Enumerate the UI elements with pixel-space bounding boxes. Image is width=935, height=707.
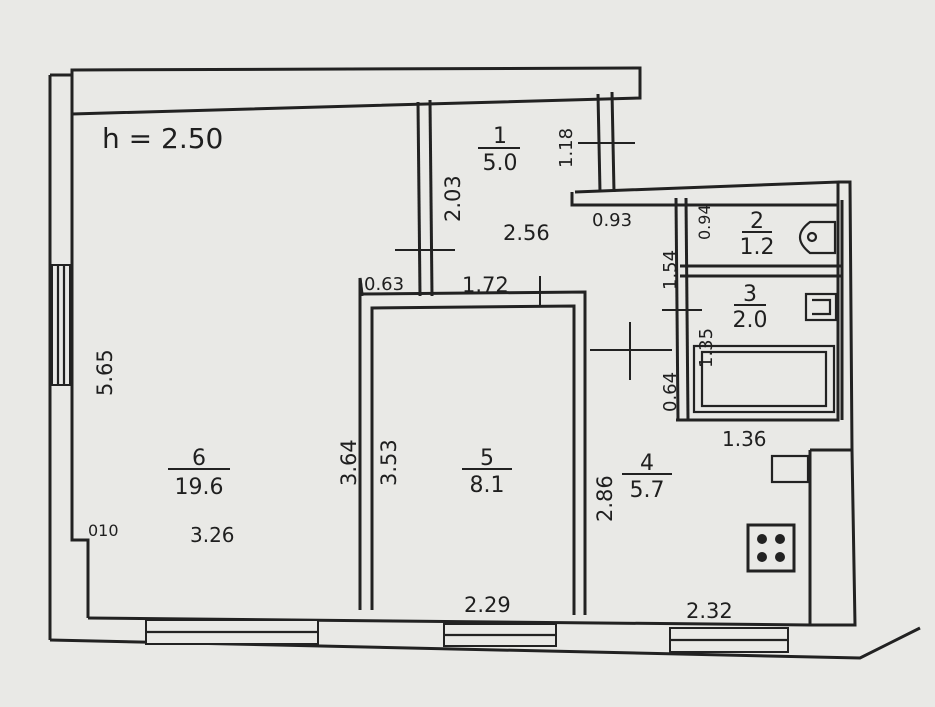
sink-bowl-icon	[812, 298, 832, 316]
dim-room6-corner: 010	[88, 521, 119, 540]
bathtub-inner-icon	[700, 350, 828, 408]
bath-top-wall	[570, 180, 840, 207]
dim-room6-partition: 3.64	[337, 439, 361, 486]
toilet-seat-icon	[806, 231, 818, 243]
windows	[51, 264, 789, 653]
stove-icon	[746, 523, 796, 573]
room5-top-a	[358, 277, 364, 297]
dimension-labels: 1.18 2.03 2.56 0.93 0.94 1.54 1.35 0.64 …	[88, 128, 767, 623]
bottom-wall-outer	[49, 626, 921, 660]
dim-room4-height: 2.86	[593, 475, 617, 522]
dim-wc-height: 1.54	[660, 250, 681, 290]
dim-room6-width: 3.26	[190, 523, 235, 547]
room-area: 5.7	[630, 478, 665, 503]
room-area: 8.1	[470, 473, 505, 498]
dim-bath-height: 1.35	[696, 328, 717, 368]
room-number: 3	[743, 282, 757, 307]
dim-corridor-height: 2.03	[441, 175, 465, 222]
room-area: 5.0	[483, 151, 518, 176]
room-area: 19.6	[175, 475, 224, 500]
dim-room5-top-left: 0.63	[364, 274, 404, 295]
partitions	[358, 91, 844, 615]
stove-burner-icon	[775, 534, 785, 544]
toilet-icon	[798, 220, 837, 255]
room5-box-inner	[370, 304, 576, 615]
dim-room5-width: 2.29	[464, 593, 511, 617]
stove-burner-icon	[757, 534, 767, 544]
dim-wc-depth: 0.94	[695, 204, 714, 240]
right-wall	[838, 180, 854, 451]
room-number: 2	[750, 209, 764, 234]
dim-corridor-length: 2.56	[503, 221, 550, 245]
dim-room5-top: 1.72	[462, 273, 509, 297]
dim-bath-wall: 0.64	[660, 372, 681, 412]
window-room6-left	[51, 264, 71, 386]
dim-kitchen-top: 1.36	[722, 427, 767, 451]
fixtures	[692, 220, 838, 573]
ceiling-height-label: h = 2.50	[102, 122, 223, 155]
kitchen-right-wall	[808, 448, 857, 627]
room-number: 1	[493, 124, 507, 149]
bathtub-icon	[692, 344, 836, 414]
dim-room6-height: 5.65	[93, 349, 117, 396]
room-number: 4	[640, 451, 654, 476]
stove-burner-icon	[775, 552, 785, 562]
room-number: 6	[192, 446, 206, 471]
dim-room4-width: 2.32	[686, 599, 733, 623]
top-wall	[50, 66, 642, 116]
room-area: 2.0	[733, 308, 768, 333]
partition-corridor-b	[428, 99, 434, 297]
dim-bath-width: 0.93	[592, 210, 632, 231]
dimension-ticks	[168, 142, 772, 475]
sink-icon	[804, 292, 838, 322]
room-area: 1.2	[740, 235, 775, 260]
stove-burner-icon	[757, 552, 767, 562]
room-labels: 1 5.0 2 1.2 3 2.0 4 5.7 5 8.1 6 19.6	[175, 124, 775, 503]
dim-room5-height: 3.53	[377, 439, 401, 486]
partition-corridor-a	[416, 101, 422, 297]
room-number: 5	[480, 446, 494, 471]
kitchen-sink-icon	[770, 454, 810, 484]
left-wall-inner	[70, 70, 90, 618]
dim-room1-depth: 1.18	[556, 128, 577, 168]
